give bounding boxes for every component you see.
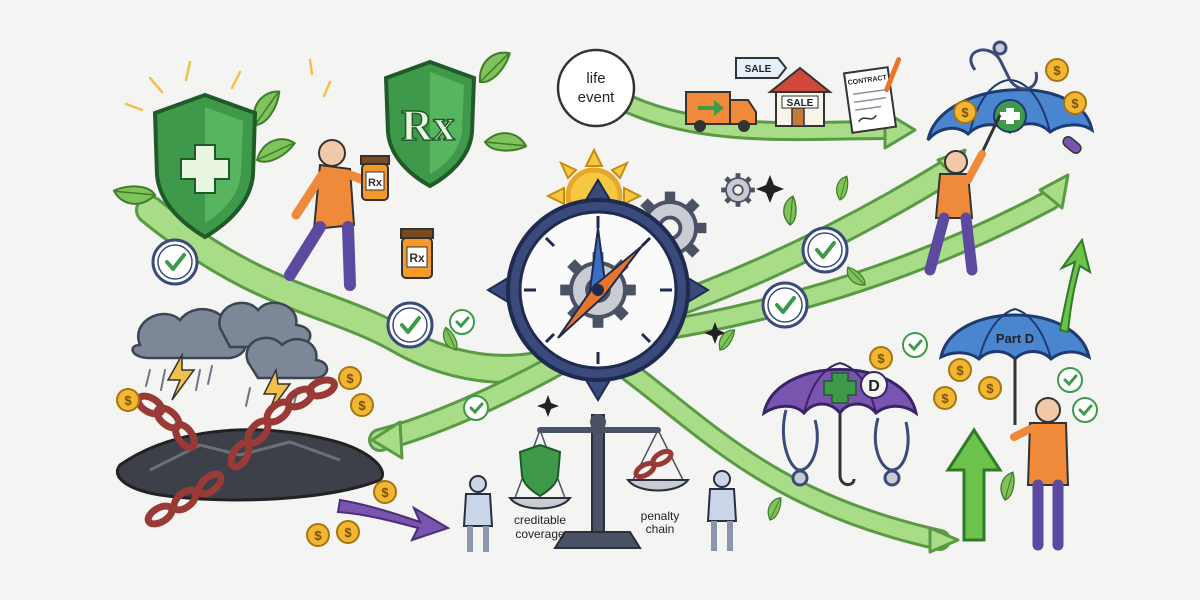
coin-icon: [869, 346, 893, 370]
storm-cloud-icon: [131, 301, 329, 415]
doctor-figure: [462, 475, 494, 552]
house-sale-sign: SALE: [787, 98, 814, 109]
clock-icon: [386, 301, 434, 349]
check-icon: [1071, 396, 1099, 424]
pill-bottle-icon: Rx: [360, 155, 390, 201]
elderly-man-under-umbrella: [924, 150, 986, 276]
clock-icon: [801, 226, 849, 274]
elderly-man-standing: [1010, 397, 1070, 551]
house-icon: SALE: [767, 66, 833, 127]
green-up-arrow: [945, 427, 1003, 542]
coin-icon: [933, 358, 1002, 410]
sale-tag: SALE: [735, 57, 788, 79]
stethoscope-icon: [781, 409, 910, 487]
sparkle-icon: [537, 175, 784, 417]
contract-icon: CONTRACT: [842, 57, 902, 134]
check-icon: [901, 331, 929, 359]
umbrella-d-label: D: [868, 378, 880, 395]
creditable-coverage-label: creditable: [514, 513, 566, 527]
compass-icon: [486, 178, 710, 402]
rx-shield-label: Rx: [401, 101, 455, 150]
health-shield-icon: [110, 85, 298, 240]
penalty-chain-label: penalty: [641, 509, 680, 523]
doctor-figure: [706, 470, 738, 551]
creditable-coverage-label: coverage: [515, 527, 565, 541]
stethoscope-icon: [969, 40, 1038, 91]
pill-bottle-icon: Rx: [400, 228, 434, 279]
svg-text:life: life: [586, 70, 605, 87]
svg-text:SALE: SALE: [745, 64, 772, 75]
purple-arrow: [336, 498, 451, 542]
balance-scale-icon: [508, 414, 690, 549]
part-d-label: Part D: [996, 331, 1034, 346]
rx-bottle-label: Rx: [409, 251, 425, 265]
check-icon: [1056, 366, 1084, 394]
green-up-arrow: [1058, 237, 1092, 334]
rx-bottle-label: Rx: [368, 177, 383, 189]
penalty-chain-label: chain: [646, 522, 675, 536]
clock-icon: [151, 238, 199, 286]
sparkle-rays: [124, 58, 332, 112]
rx-shield-icon: Rx: [383, 46, 530, 189]
life-event-bubble: life event: [556, 48, 636, 128]
clock-icon: [761, 281, 809, 329]
check-icon: [462, 394, 490, 422]
umbrella-icon: D: [761, 362, 919, 486]
svg-text:event: event: [578, 89, 616, 106]
gear-icon: [721, 173, 755, 207]
moving-truck-icon: [685, 91, 757, 132]
check-icon: [448, 308, 476, 336]
broken-chain-icon: [116, 376, 384, 528]
umbrella-icon: Part D: [938, 308, 1092, 425]
